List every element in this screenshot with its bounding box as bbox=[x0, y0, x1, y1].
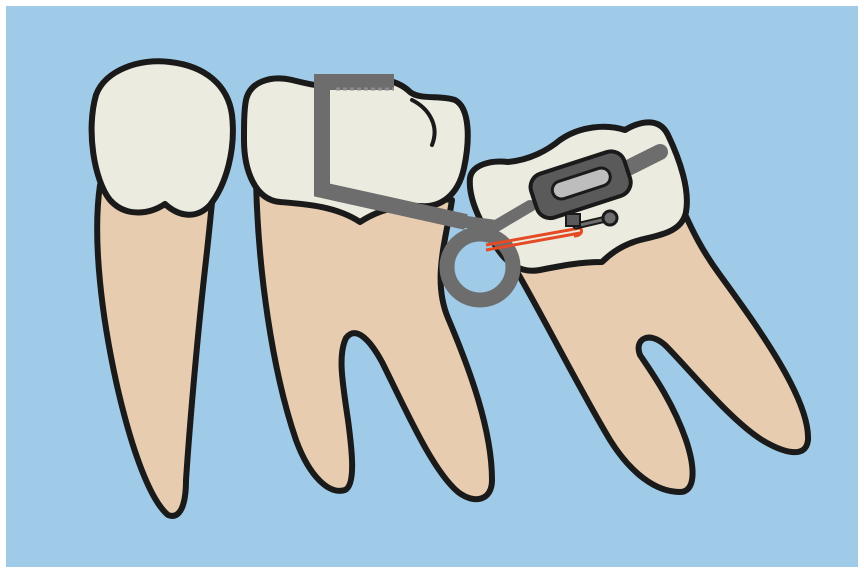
premolar-crown bbox=[92, 61, 233, 214]
bracket-hook-ball bbox=[603, 211, 617, 225]
bracket-base bbox=[566, 214, 580, 226]
